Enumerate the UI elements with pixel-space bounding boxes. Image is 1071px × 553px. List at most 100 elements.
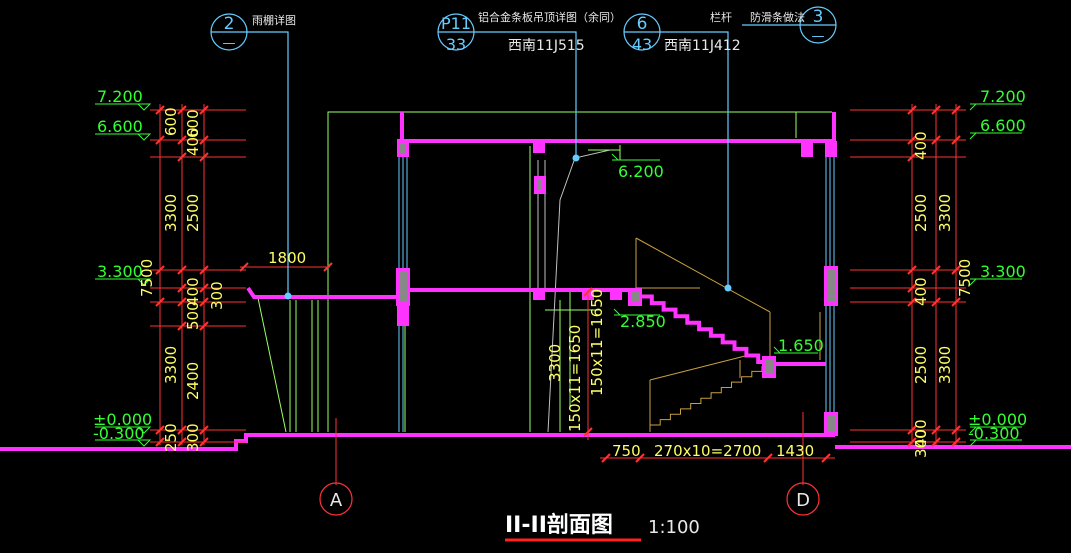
dimension-tick: [199, 265, 209, 275]
dim-left-in-400: 400: [184, 127, 202, 156]
axis-labels: A D: [330, 490, 810, 511]
dim-left-in-600: 600: [184, 109, 202, 138]
dim-stair-1650a: 150x11=1650: [566, 325, 584, 432]
beams: [396, 139, 838, 436]
dimension-ticks: [155, 105, 961, 463]
dim-left-in-2500: 2500: [184, 194, 202, 232]
callout-circles: [210, 6, 837, 296]
dimension-tick: [155, 265, 165, 275]
cut-section: [0, 112, 1071, 451]
elev-right-6600: 6.600: [980, 116, 1026, 135]
elev-6200: 6.200: [618, 162, 664, 181]
elevation-markers: [95, 103, 1022, 447]
dimension-tick: [199, 152, 209, 162]
dim-right-3300-top: 3300: [936, 194, 954, 232]
dimension-tick: [763, 453, 773, 463]
dimension-tick: [907, 105, 917, 115]
dimension-tick: [951, 297, 961, 307]
dimension-tick: [907, 265, 917, 275]
right-dim-texts: 400 2500 400 2500 400 300 3300 7500 3300: [912, 131, 974, 458]
dimension-tick: [907, 425, 917, 435]
window-lines: [398, 150, 835, 432]
dimension-tick: [155, 135, 165, 145]
dimension-tick: [177, 297, 187, 307]
dimension-tick: [199, 283, 209, 293]
dimension-tick: [199, 297, 209, 307]
elev-right-0300: -0.300: [968, 424, 1020, 443]
left-dim-texts: 600 3300 7500 3300 250 400 600 2500 400 …: [138, 107, 226, 452]
callout-ref-2: 西南11J515: [508, 38, 585, 54]
dim-canopy: 1800: [268, 249, 306, 267]
drawing-title: II-II剖面图 1:100: [505, 512, 700, 542]
dimension-tick: [583, 427, 593, 437]
dim-bottom-1430: 1430: [776, 442, 814, 460]
dim-right-in-400: 400: [912, 131, 930, 160]
callout-sub-2: 33: [446, 35, 466, 54]
dimension-tick: [931, 437, 941, 447]
axis-a: A: [330, 490, 343, 511]
title-main: II-II剖面图: [505, 512, 613, 538]
callout-texts: 2 — 雨棚详图 P11 33 铝合金条板吊顶详图（余同） 西南11J515 6…: [223, 7, 825, 54]
dimension-tick: [931, 425, 941, 435]
dimension-tick: [931, 297, 941, 307]
elev-right-0000: ±0.000: [968, 410, 1027, 429]
dim-stair-1650b: 150x11=1650: [588, 289, 606, 396]
dimension-tick: [199, 321, 209, 331]
dimension-tick: [907, 283, 917, 293]
callout-sub-4: —: [812, 29, 825, 44]
dimension-tick: [199, 425, 209, 435]
callout-note-4: 防滑条做法: [750, 10, 805, 24]
dimension-tick: [155, 425, 165, 435]
callout-num-1: 2: [224, 14, 235, 34]
dimension-tick: [931, 135, 941, 145]
dimension-tick: [177, 283, 187, 293]
callout-num-3: 6: [637, 14, 648, 34]
dim-left-in-300: 300: [208, 281, 226, 310]
elev-left-0300: -0.300: [93, 424, 145, 443]
elev-right-7200: 7.200: [980, 87, 1026, 106]
dimension-tick: [907, 297, 917, 307]
dimension-tick: [821, 453, 831, 463]
axis-bubbles: [319, 482, 820, 516]
callout-note-2: 铝合金条板吊顶详图（余同）: [478, 10, 621, 24]
dimension-tick: [907, 437, 917, 447]
axis-d: D: [796, 490, 810, 511]
title-scale: 1:100: [648, 517, 700, 538]
left-elevations: 7.200 6.600 3.300 ±0.000 -0.300: [93, 87, 152, 443]
dimension-tick: [239, 262, 249, 272]
elev-left-7200: 7.200: [97, 87, 143, 106]
dim-left-3300-bot: 3300: [162, 346, 180, 384]
dim-right-in-400c: 400: [912, 419, 930, 448]
right-elevations: 7.200 6.600 3.300 ±0.000 -0.300: [968, 87, 1027, 443]
dim-left-600: 600: [162, 107, 180, 136]
dimension-tick: [177, 152, 187, 162]
elev-left-6600: 6.600: [97, 117, 143, 136]
callout-num-2: P11: [441, 14, 471, 33]
dimension-tick: [155, 297, 165, 307]
dimension-tick: [199, 105, 209, 115]
dim-left-in-2400: 2400: [184, 362, 202, 400]
dimension-tick: [635, 453, 645, 463]
dimension-tick: [583, 287, 593, 297]
interior-elevations: 6.200 2.850 1.650: [618, 162, 824, 355]
dim-right-in-2500: 2500: [912, 194, 930, 232]
callout-num-4: 3: [813, 7, 824, 27]
dimension-tick: [931, 265, 941, 275]
dimension-tick: [155, 437, 165, 447]
dim-right-in-300: 300: [912, 429, 930, 458]
elev-left-0000: ±0.000: [93, 410, 152, 429]
dimension-tick: [177, 321, 187, 331]
callout-note-1: 雨棚详图: [252, 13, 296, 27]
dimension-tick: [199, 437, 209, 447]
dimension-tick: [155, 105, 165, 115]
dimension-tick: [951, 265, 961, 275]
callout-sub-1: —: [223, 36, 236, 51]
dim-bottom-750: 750: [612, 442, 641, 460]
dim-left-250: 250: [162, 423, 180, 452]
elev-right-3300: 3.300: [980, 262, 1026, 281]
leader-dots: [284, 154, 732, 300]
dim-right-3300-bot: 3300: [936, 346, 954, 384]
dimension-tick: [931, 105, 941, 115]
dimension-tick: [951, 425, 961, 435]
